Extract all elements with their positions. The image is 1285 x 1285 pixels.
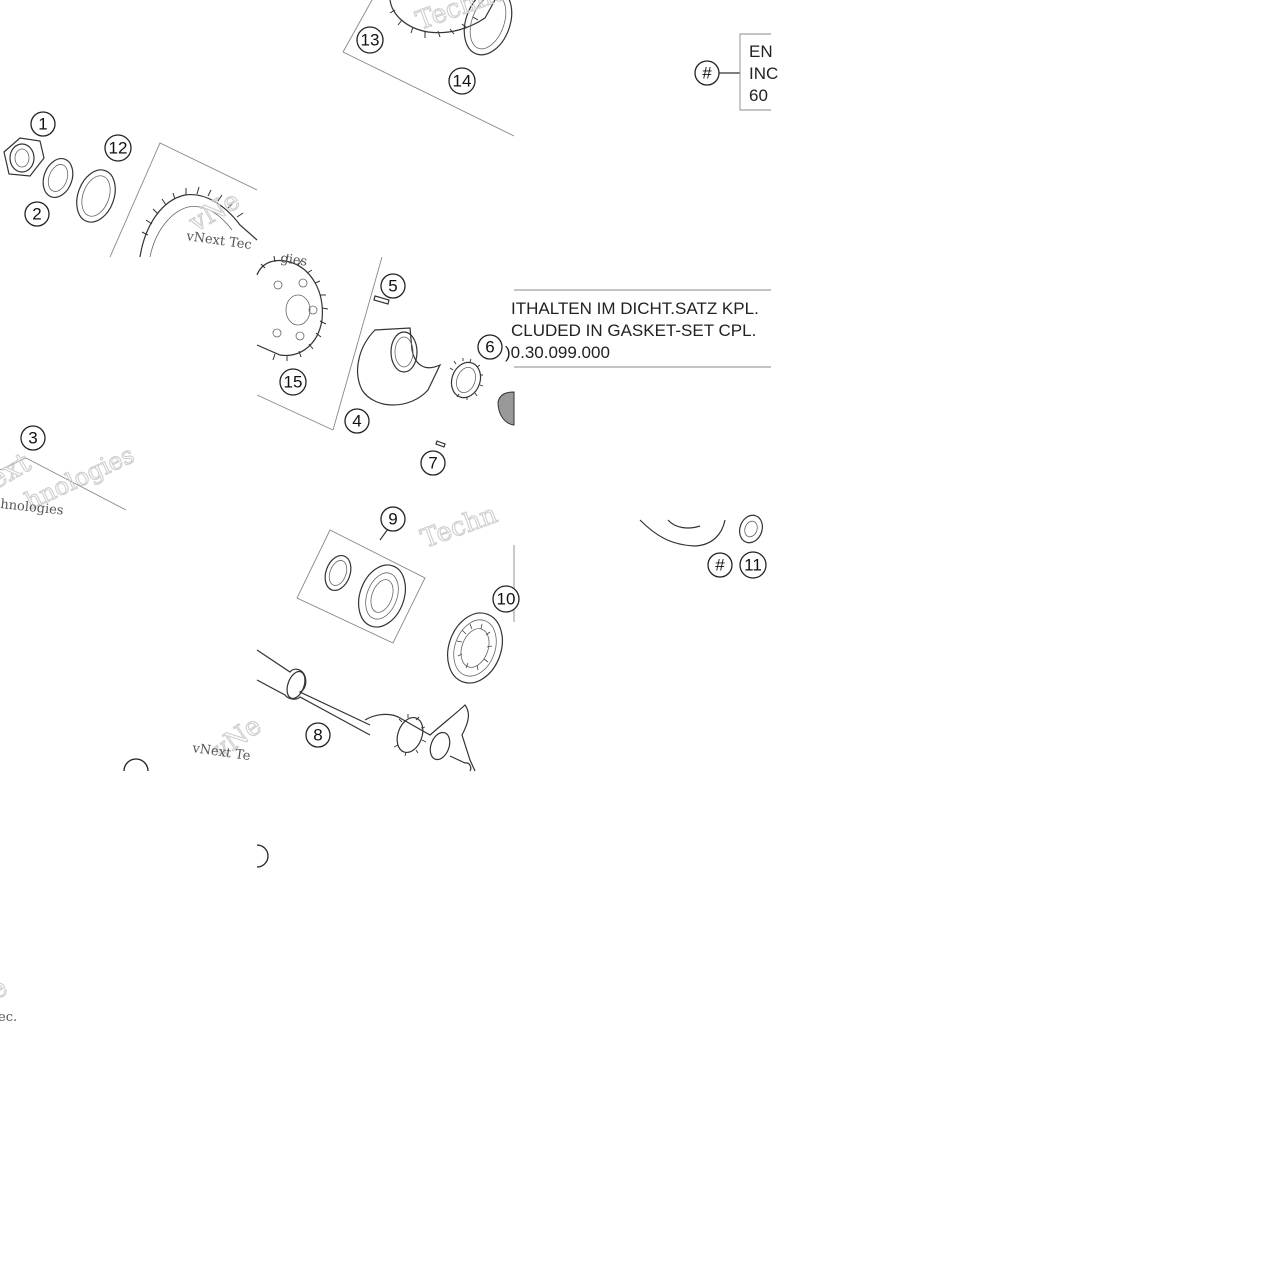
watermark-outline: Techn <box>417 499 502 554</box>
gear-15-part <box>256 253 329 361</box>
needle-bearing-part <box>449 358 484 400</box>
watermark-text: gies <box>279 251 308 270</box>
callout-3: 3 <box>28 429 37 448</box>
callout-14: 14 <box>453 72 472 91</box>
callout-4: 4 <box>352 412 361 431</box>
note-line-2: INC <box>749 64 778 83</box>
balancer-shaft-part <box>256 649 476 772</box>
ball-bearing-part <box>358 564 406 628</box>
tile-top-left: vNext Tec vNe 1 2 12 <box>3 111 258 258</box>
note-line-3: 60 <box>749 86 768 105</box>
balancer-weight-part <box>356 327 442 406</box>
callout-13: 13 <box>361 31 380 50</box>
note-line-de: ITHALTEN IM DICHT.SATZ KPL. <box>511 299 759 318</box>
callout-9: 9 <box>388 510 397 529</box>
watermark-outline: e <box>0 972 13 1006</box>
tile-lower-right: # 11 <box>639 514 767 579</box>
callout-12: 12 <box>109 139 128 158</box>
tile-middle-right: ITHALTEN IM DICHT.SATZ KPL. CLUDED IN GA… <box>505 289 771 368</box>
callout-15: 15 <box>284 373 303 392</box>
tile-lower-middle: Techn vNe 9 10 <box>205 499 520 772</box>
callout-7: 7 <box>428 454 437 473</box>
tile-left-middle: ext hnologies hnologies 3 <box>0 425 139 519</box>
callout-8: 8 <box>313 726 322 745</box>
nut-part <box>3 137 45 177</box>
gear-teeth <box>141 186 244 236</box>
tile-middle: gies 5 6 4 7 15 <box>256 251 515 476</box>
roller-bearing-part <box>447 612 503 684</box>
washer-part <box>42 158 74 198</box>
hash-symbol-bottom: # <box>715 556 725 575</box>
callout-1: 1 <box>38 115 47 134</box>
callout-2: 2 <box>32 205 41 224</box>
watermark-text: ec. <box>0 1010 17 1025</box>
tile-top-middle: Techno 13 14 <box>342 0 515 137</box>
tile-top-right: # EN INC 60 <box>694 33 778 111</box>
note-line-partno: )0.30.099.000 <box>505 343 610 362</box>
watermark-text: hnologies <box>0 497 64 519</box>
gear-part <box>139 193 258 258</box>
callout-5: 5 <box>388 277 397 296</box>
watermark-text: vNext Tec <box>184 229 252 253</box>
callout-11: 11 <box>744 556 762 575</box>
note-line-en: CLUDED IN GASKET-SET CPL. <box>511 321 756 340</box>
hash-symbol: # <box>702 64 712 83</box>
callout-6: 6 <box>485 338 494 357</box>
callout-10: 10 <box>497 590 516 609</box>
note-line-1: EN <box>749 42 773 61</box>
washer-large-part <box>76 169 116 223</box>
tile-bottom-fragments: e ec. <box>0 844 269 1025</box>
watermark-outline: Techno <box>412 0 511 37</box>
